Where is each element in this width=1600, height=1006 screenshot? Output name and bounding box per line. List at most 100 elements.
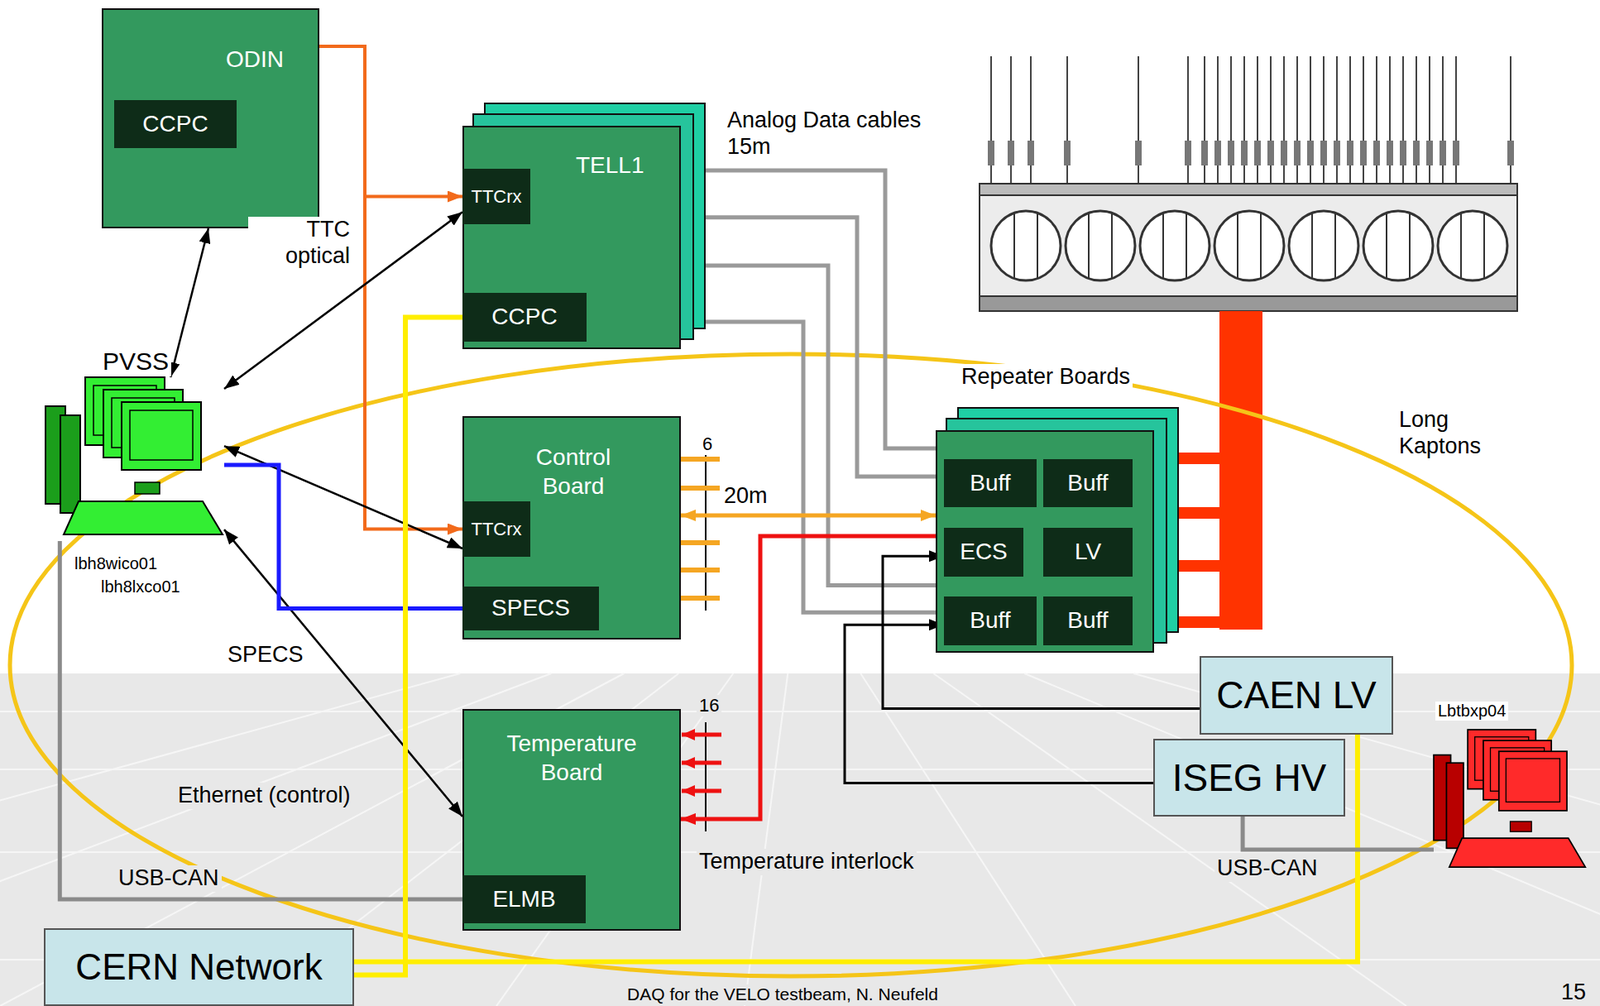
connector <box>224 529 463 817</box>
pin-block <box>1346 140 1354 166</box>
computer-icon <box>1433 729 1587 873</box>
pin-block <box>1135 140 1142 166</box>
hole-strut <box>1111 212 1113 279</box>
pin-block <box>1307 140 1314 166</box>
node-label: CCPC <box>142 110 208 138</box>
bus-tick <box>680 595 720 601</box>
bus-ticks <box>680 459 720 599</box>
node-label: PVSS <box>100 347 172 377</box>
temperature-bus <box>681 722 722 832</box>
connector <box>59 541 463 900</box>
kapton-branch <box>1154 616 1229 628</box>
annotation: 16 <box>696 694 722 717</box>
detector-hole <box>1140 210 1210 281</box>
stand <box>1510 821 1533 832</box>
node-label: Repeater Boards <box>958 364 1133 390</box>
annotation: TTC optical <box>248 216 353 270</box>
monitor <box>1499 751 1567 811</box>
bus-tick <box>680 567 720 573</box>
detector-rail <box>979 183 1518 196</box>
interlock-ticks <box>681 734 722 791</box>
hole-strut <box>1036 212 1039 279</box>
bus-tick <box>680 485 720 491</box>
pin-block <box>1267 140 1275 166</box>
connector <box>224 211 463 389</box>
buffer-block: Buff <box>943 459 1037 508</box>
pin-block <box>1333 140 1341 166</box>
annotation: Analog Data cables 15m <box>724 107 954 161</box>
connector <box>319 46 463 530</box>
annotation: SPECS <box>225 641 307 669</box>
ccpc-module: CCPC <box>114 100 237 149</box>
node-label: Lbtbxp04 <box>1435 701 1509 721</box>
annotation: 6 <box>699 433 715 456</box>
hole-strut <box>1013 212 1016 279</box>
pin-block <box>1027 140 1035 166</box>
stand <box>134 482 160 494</box>
kapton-branch <box>1154 560 1229 572</box>
ecs-block: ECS <box>943 527 1024 577</box>
node-label: CCPC <box>491 303 557 331</box>
pin-block <box>1254 140 1261 166</box>
buffer-block: Buff <box>943 596 1037 646</box>
connector <box>1242 816 1434 850</box>
specs-module: SPECS <box>462 586 599 631</box>
node-label: Buff <box>969 469 1011 497</box>
monitor <box>121 402 202 470</box>
hole-strut <box>1236 212 1239 279</box>
lv-block: LV <box>1043 527 1133 577</box>
connector <box>680 217 936 477</box>
hole-strut <box>1385 212 1388 279</box>
connector <box>224 464 463 609</box>
hole-strut <box>1408 212 1411 279</box>
hv-supply: ISEG HV <box>1153 738 1346 817</box>
node-label: TELL1 <box>575 152 645 179</box>
pin-block <box>1007 140 1015 166</box>
interlock-tick <box>681 789 722 794</box>
screen <box>1505 758 1560 802</box>
keyboard <box>63 501 223 535</box>
annotation: DAQ for the VELO testbeam, N. Neufeld <box>624 984 941 1006</box>
cern-network-box: CERN Network <box>43 928 355 1006</box>
detector-hole <box>1437 210 1508 281</box>
pvss-computer: PVSSlbh8wico01lbh8lxco01 <box>45 377 225 542</box>
annotation: Temperature interlock <box>696 848 917 876</box>
velo-detector <box>979 56 1518 312</box>
annotation: 15 <box>1558 979 1589 1006</box>
pin-block <box>1280 140 1288 166</box>
node-label: LV <box>1074 538 1102 566</box>
hole-strut <box>1460 212 1462 279</box>
tell1-board-stack: TELL1TTCrxCCPC <box>462 125 681 350</box>
odin-box: ODINCCPC <box>101 8 320 229</box>
pin-block <box>1386 140 1394 166</box>
pin-block <box>1413 140 1420 166</box>
control-bus <box>680 449 720 611</box>
connector <box>680 321 936 613</box>
node-label: Buff <box>1067 469 1108 497</box>
node-label: Temperature Board <box>497 728 647 787</box>
connector <box>680 536 944 820</box>
detector-hole <box>1288 210 1359 281</box>
detector-hole <box>1363 210 1433 281</box>
node-label: Control Board <box>511 442 636 501</box>
pin-block <box>1201 140 1208 166</box>
hole-strut <box>1311 212 1313 279</box>
pin-block <box>1063 140 1071 166</box>
connector <box>354 317 463 976</box>
bus-line <box>704 722 707 832</box>
hole-strut <box>1483 212 1486 279</box>
pin-block <box>1360 140 1367 166</box>
detector-frame <box>979 195 1518 297</box>
computer-icon <box>45 377 225 542</box>
lbtbxp04-computer: Lbtbxp04 <box>1433 729 1587 873</box>
pin-block <box>1214 140 1222 166</box>
tower <box>1446 762 1464 848</box>
pin-block <box>1227 140 1235 166</box>
node-label: Buff <box>969 607 1011 634</box>
bus-tick <box>680 456 720 462</box>
control-board: Control BoardTTCrxSPECS <box>462 416 681 640</box>
hole-strut <box>1162 212 1165 279</box>
pin-block <box>1399 140 1407 166</box>
bus-line <box>704 449 707 611</box>
detector-hole <box>991 210 1061 281</box>
